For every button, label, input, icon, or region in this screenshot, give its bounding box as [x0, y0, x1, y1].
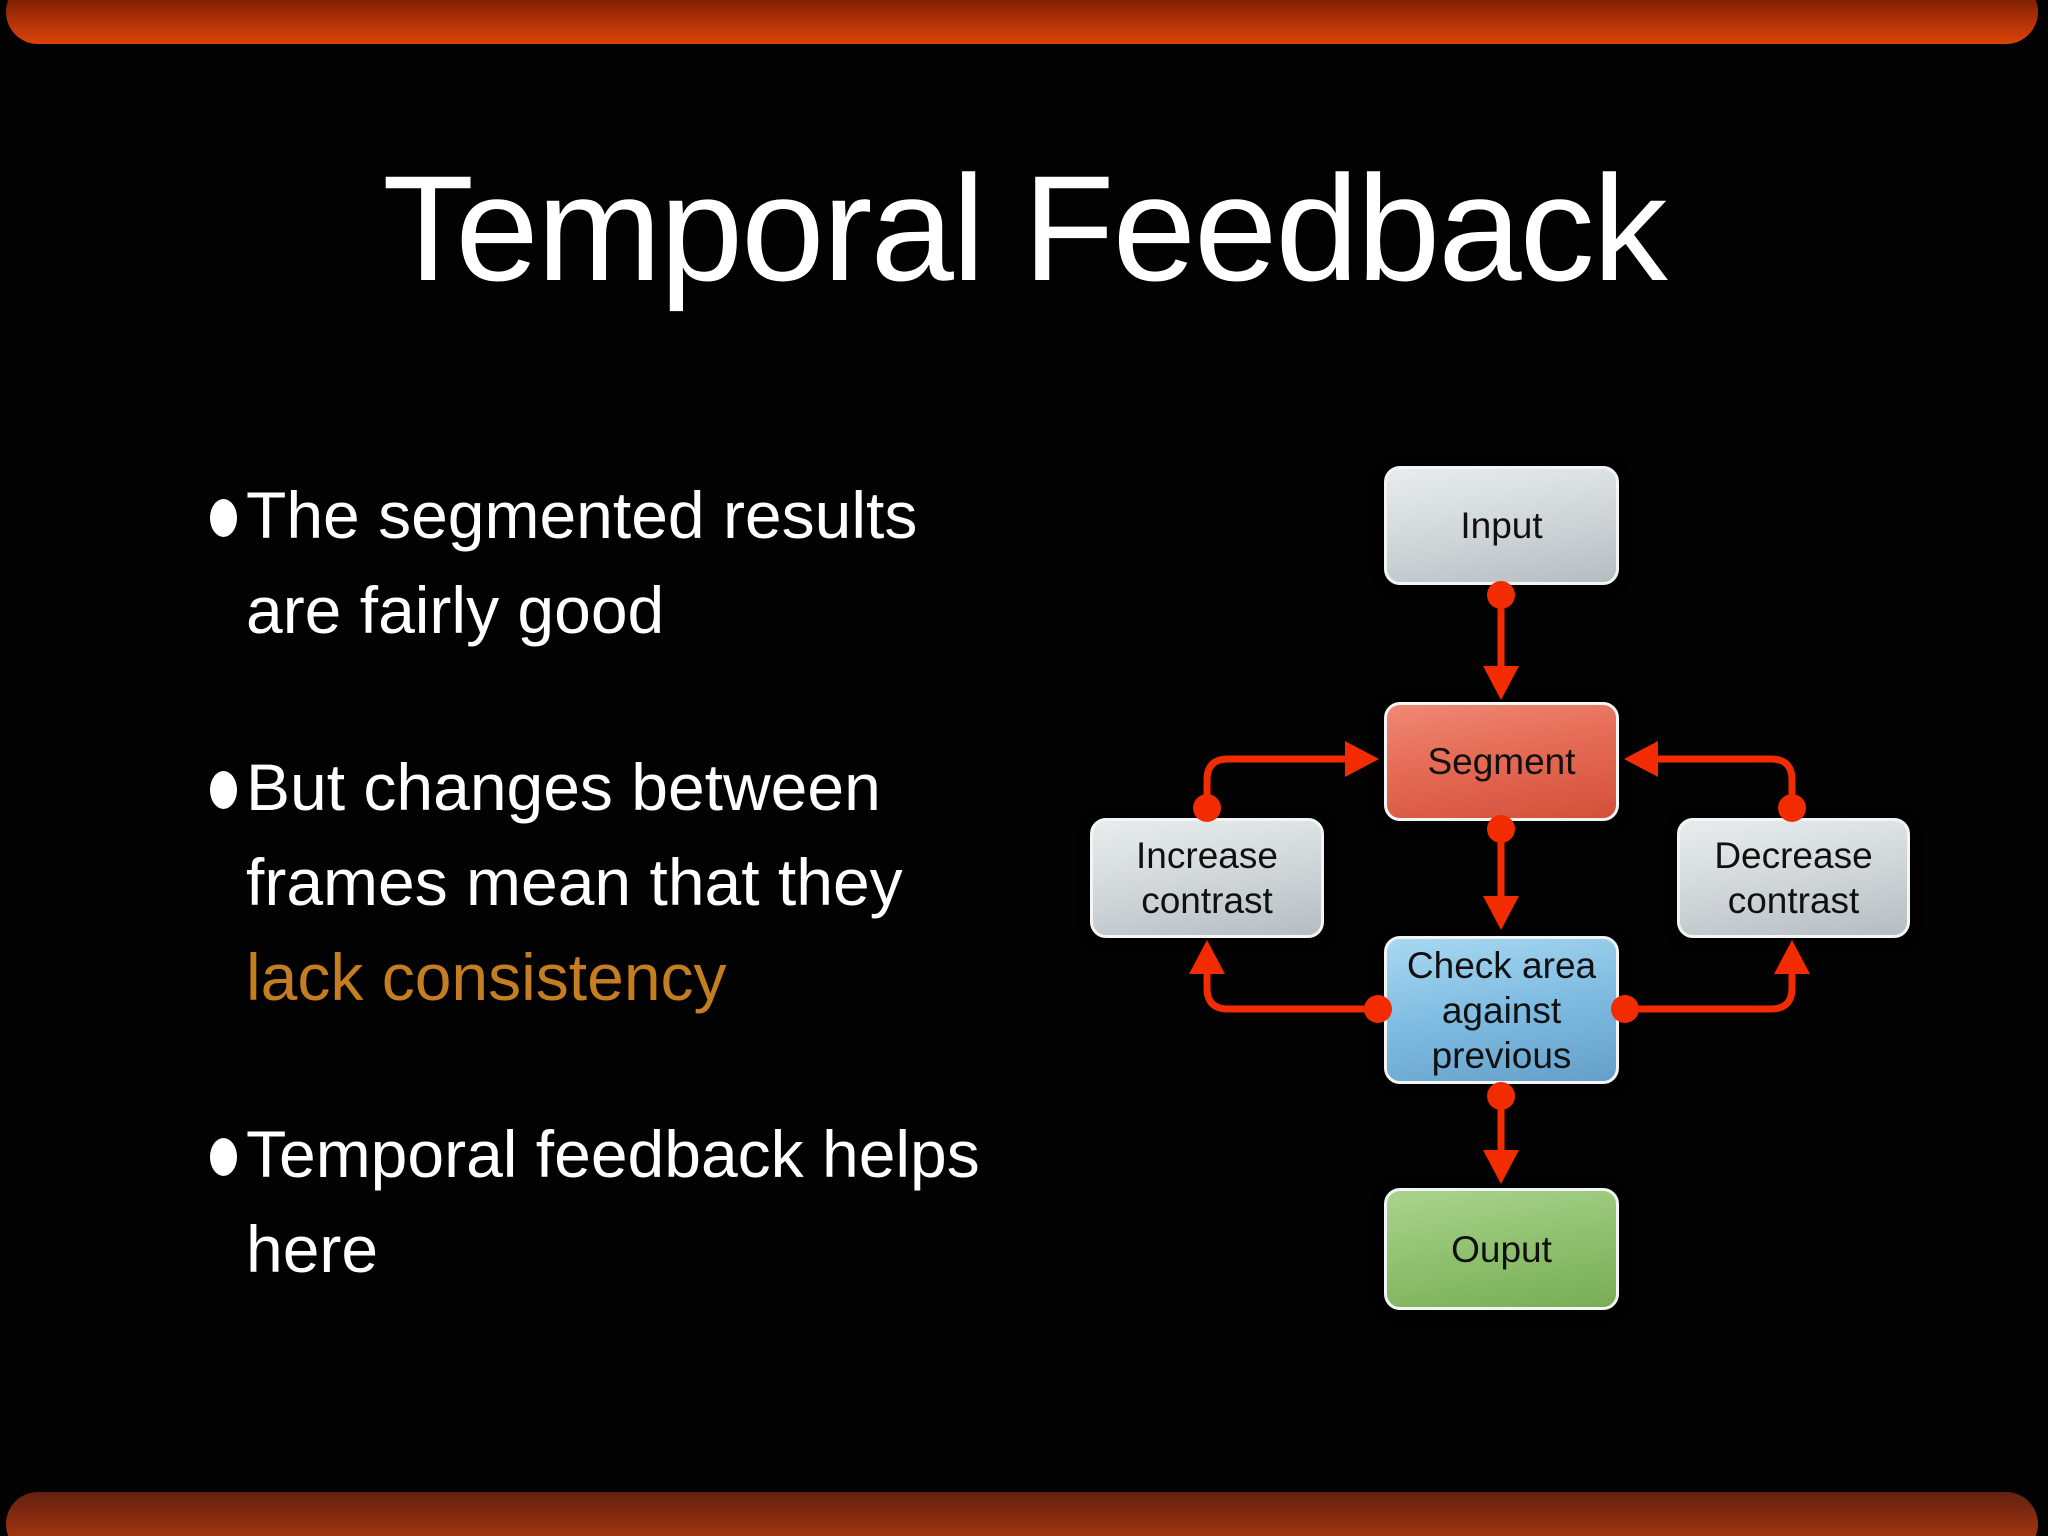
- flowchart-node-segment: Segment: [1384, 702, 1619, 821]
- arrow-line: [1658, 755, 1796, 808]
- bullet-line: are fairly good: [246, 573, 665, 647]
- arrow-line: [1203, 755, 1345, 808]
- node-label: Input: [1460, 505, 1543, 546]
- bullet-item: Temporal feedback helps here: [210, 1107, 1130, 1297]
- arrow-head: [1624, 741, 1658, 777]
- flowchart-node-input: Input: [1384, 466, 1619, 585]
- arrow-head: [1483, 896, 1519, 930]
- edge-check-to-output: [1483, 1082, 1519, 1184]
- bullet-line: frames mean that they: [246, 845, 903, 919]
- node-label: Ouput: [1451, 1228, 1552, 1270]
- bottom-border-bar: [6, 1492, 2038, 1536]
- edge-increase-to-segment: [1193, 741, 1379, 822]
- flowchart-node-decrease-contrast: Decrease contrast: [1677, 818, 1910, 938]
- bullet-line: But changes between: [246, 750, 881, 824]
- arrow-head: [1483, 1150, 1519, 1184]
- connector-dot: [1487, 581, 1515, 609]
- arrow-line: [1625, 974, 1796, 1013]
- arrow-head: [1189, 940, 1225, 974]
- flowchart-node-output: Ouput: [1384, 1188, 1619, 1310]
- slide-title: Temporal Feedback: [382, 144, 1667, 312]
- bullet-line: Temporal feedback helps: [246, 1117, 980, 1191]
- edge-check-to-decrease: [1611, 940, 1810, 1023]
- top-border-bar: [6, 0, 2038, 44]
- bullet-line: here: [246, 1212, 379, 1286]
- edge-input-to-segment: [1483, 581, 1519, 700]
- node-label: Segment: [1427, 741, 1576, 782]
- node-label: Increase contrast: [1136, 835, 1278, 921]
- edge-segment-to-check: [1483, 815, 1519, 930]
- arrow-head: [1774, 940, 1810, 974]
- edge-decrease-to-segment: [1624, 741, 1806, 822]
- edge-check-to-increase: [1189, 940, 1392, 1023]
- flowchart-node-increase-contrast: Increase contrast: [1090, 818, 1324, 938]
- node-label: Check area against previous: [1406, 944, 1597, 1076]
- arrow-head: [1345, 741, 1379, 777]
- bullet-item: But changes between frames mean that they…: [210, 740, 1130, 1025]
- bullet-item: The segmented results are fairly good: [210, 468, 1130, 658]
- bullet-line-highlight: lack consistency: [246, 940, 727, 1014]
- connector-dot: [1487, 1082, 1515, 1110]
- arrow-line: [1203, 974, 1378, 1013]
- node-label: Decrease contrast: [1714, 835, 1873, 921]
- bullet-line: The segmented results: [246, 478, 918, 552]
- arrow-head: [1483, 666, 1519, 700]
- flowchart-node-check-area: Check area against previous: [1384, 936, 1619, 1084]
